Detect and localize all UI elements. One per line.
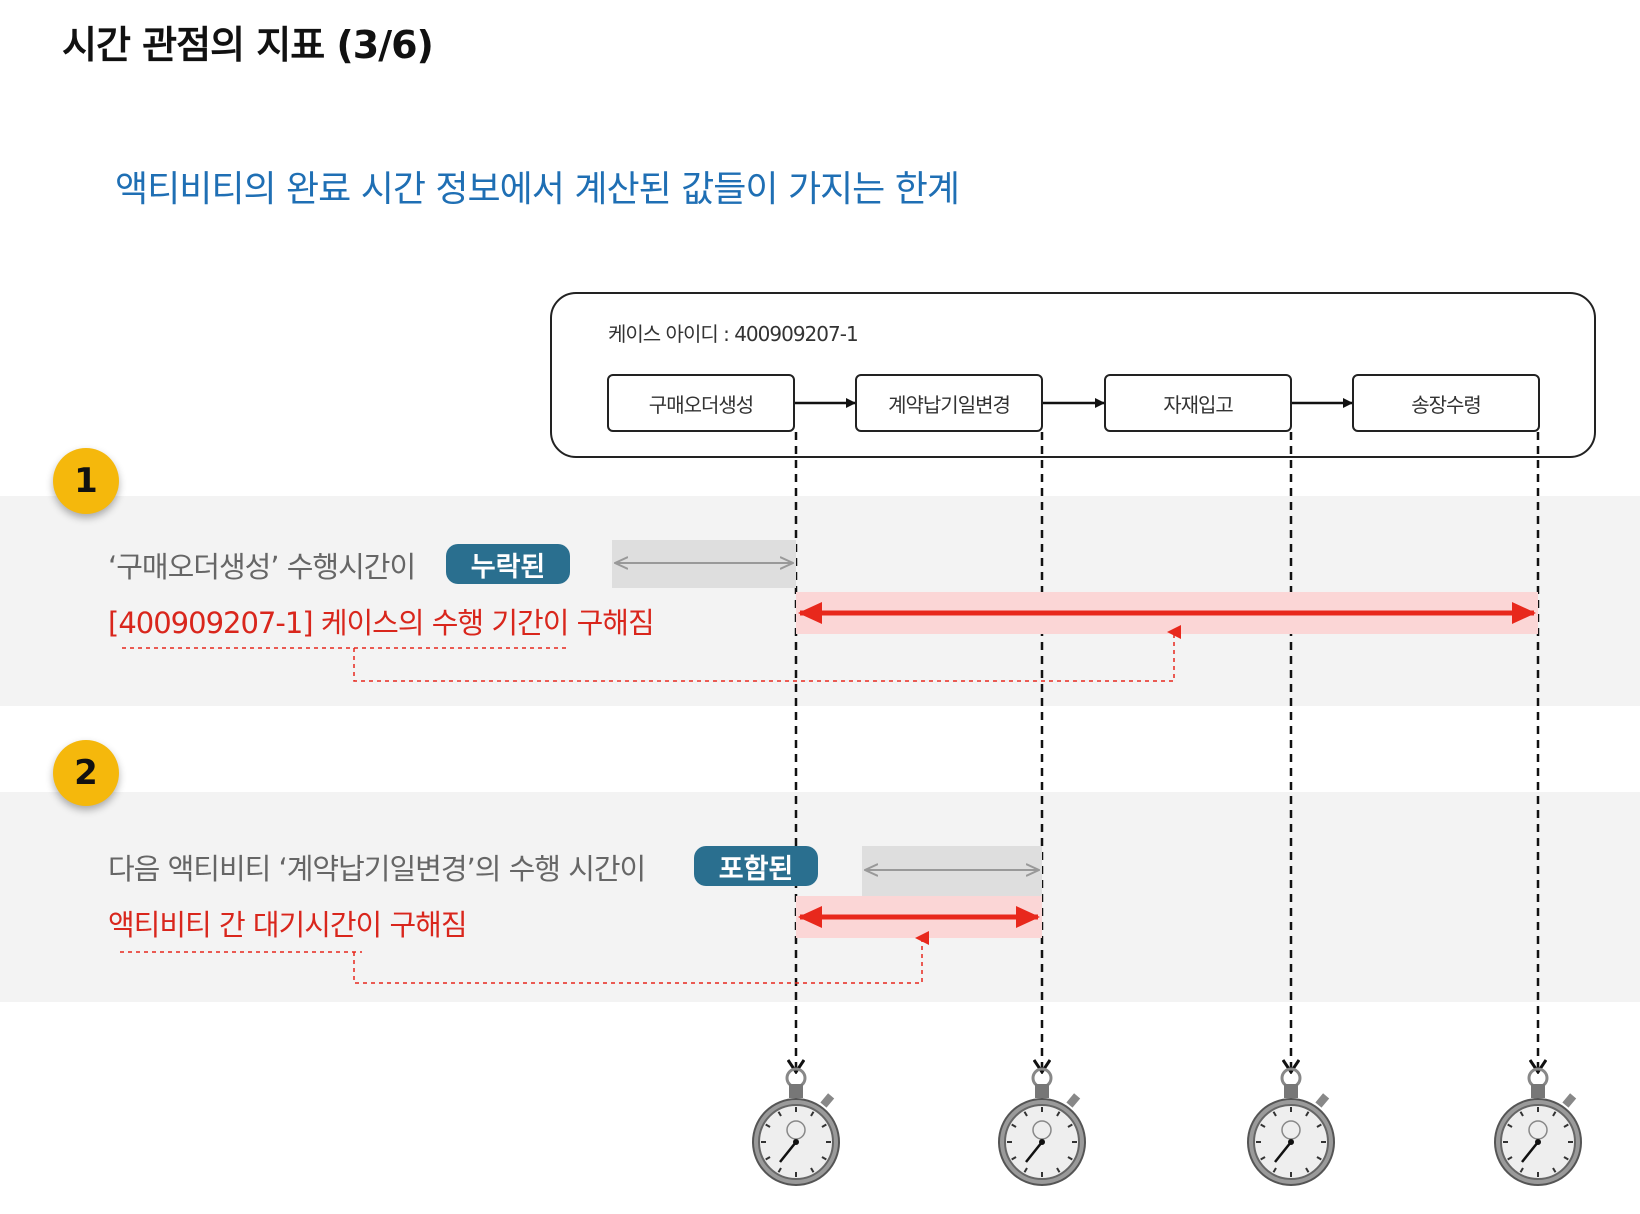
missing-badge: 누락된 (446, 544, 570, 584)
stopwatch-icon (1494, 1067, 1582, 1186)
activity-delivery-change: 계약납기일변경 (855, 374, 1043, 432)
activity-goods-receipt: 자재입고 (1104, 374, 1292, 432)
section-1-description: ‘구매오더생성’ 수행시간이 (108, 550, 416, 584)
subtitle: 액티비티의 완료 시간 정보에서 계산된 값들이 가지는 한계 (115, 169, 960, 210)
stopwatch-icon (752, 1067, 840, 1186)
included-badge: 포함된 (694, 846, 818, 886)
callout-line-2 (353, 931, 929, 984)
callout-line-1 (353, 625, 1181, 682)
section-number-2: 2 (53, 740, 119, 806)
section-1-result: [400909207-1] 케이스의 수행 기간이 구해짐 (108, 606, 655, 640)
activity-invoice-receipt: 송장수령 (1352, 374, 1540, 432)
section-number-1: 1 (53, 448, 119, 514)
activity-purchase-order: 구매오더생성 (607, 374, 795, 432)
stopwatch-icon (1247, 1067, 1335, 1186)
section-2-description: 다음 액티비티 ‘계약납기일변경’의 수행 시간이 (108, 852, 646, 886)
case-id-label: 케이스 아이디 : 400909207-1 (608, 322, 859, 346)
stopwatch-icon (998, 1067, 1086, 1186)
page-title: 시간 관점의 지표 (3/6) (62, 23, 434, 67)
section-2-result: 액티비티 간 대기시간이 구해짐 (108, 908, 467, 942)
